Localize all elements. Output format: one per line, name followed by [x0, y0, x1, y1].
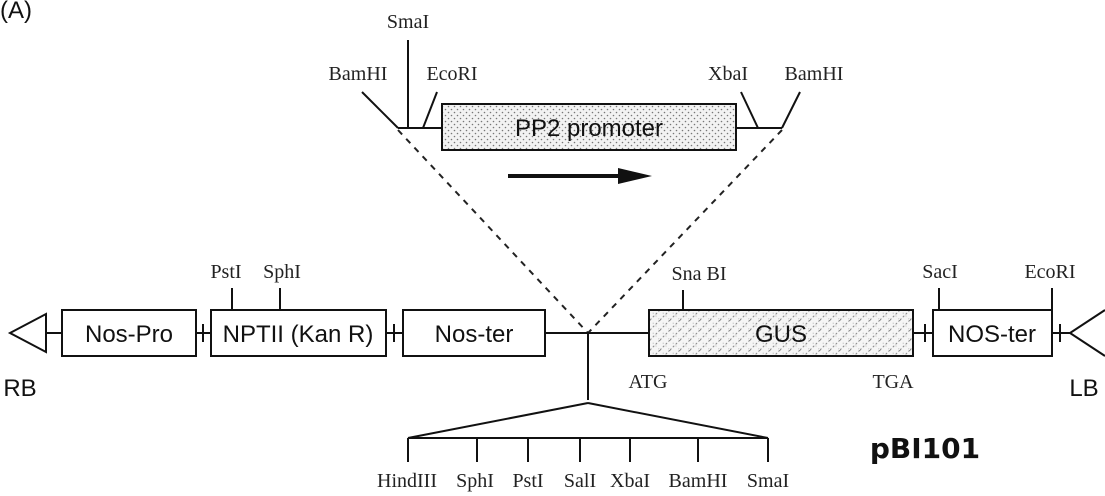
rb-label: RB [3, 375, 36, 402]
nptii-box [210, 309, 387, 357]
saci-label: SacI [922, 261, 958, 283]
xbai-label: XbaI [708, 63, 748, 85]
nos-pro-label: Nos-Pro [85, 321, 173, 348]
mcs-xbai-label: XbaI [610, 470, 650, 492]
plasmid-name: pBI101 [870, 432, 980, 465]
ecori-tick [422, 91, 438, 129]
mcs-wedge-right [587, 402, 769, 439]
bamhi-right-tick [781, 91, 801, 129]
mcs-psti-label: PstI [512, 470, 543, 492]
left-border-icon [1068, 309, 1105, 357]
mcs-sali-label: SalI [564, 470, 596, 492]
mcs-smai-label: SmaI [747, 470, 789, 492]
lb-label: LB [1069, 375, 1098, 402]
nos-ter-box [402, 309, 546, 357]
pp2-promoter-label: PP2 promoter [515, 115, 663, 142]
ecori-label: EcoRI [426, 63, 477, 85]
mcs-hindiii-label: HindIII [377, 470, 437, 492]
expansion-dash-right [587, 129, 783, 334]
mcs-wedge-left [407, 402, 589, 439]
xbai-tick [740, 91, 759, 129]
atg-label: ATG [629, 371, 668, 393]
insert-construct: SmaI BamHI EcoRI XbaI BamHI PP2 promoter [329, 11, 844, 184]
multiple-cloning-site: HindIII SphI PstI SalI XbaI BamHI SmaI [377, 402, 789, 492]
nos-ter-2-box [932, 309, 1053, 357]
nos-pro-box [61, 309, 197, 357]
sphi-label: SphI [263, 261, 301, 283]
tga-label: TGA [872, 371, 914, 393]
nptii-label: NPTII (Kan R) [223, 321, 374, 348]
vector-map: RB LB Nos-Pro NPTII (Kan R) Nos-ter GUS … [3, 261, 1105, 402]
psti-label: PstI [210, 261, 241, 283]
nos-ter-label: Nos-ter [435, 321, 514, 348]
right-border-icon [7, 312, 47, 354]
snabi-label: Sna BI [672, 263, 727, 285]
mcs-bamhi-label: BamHI [669, 470, 728, 492]
panel-label: (A) [0, 0, 32, 24]
ecori-vector-label: EcoRI [1024, 261, 1075, 283]
pp2-promoter-box [441, 103, 737, 151]
direction-arrow-icon [618, 168, 652, 184]
gus-label: GUS [755, 321, 807, 348]
bamhi-left-tick [361, 91, 399, 129]
nos-ter-2-label: NOS-ter [948, 321, 1036, 348]
smai-label: SmaI [387, 11, 429, 33]
bamhi-left-label: BamHI [329, 63, 388, 85]
expansion-dash-left [397, 129, 589, 334]
mcs-sphi-label: SphI [456, 470, 494, 492]
bamhi-right-label: BamHI [785, 63, 844, 85]
gus-box [648, 309, 914, 357]
